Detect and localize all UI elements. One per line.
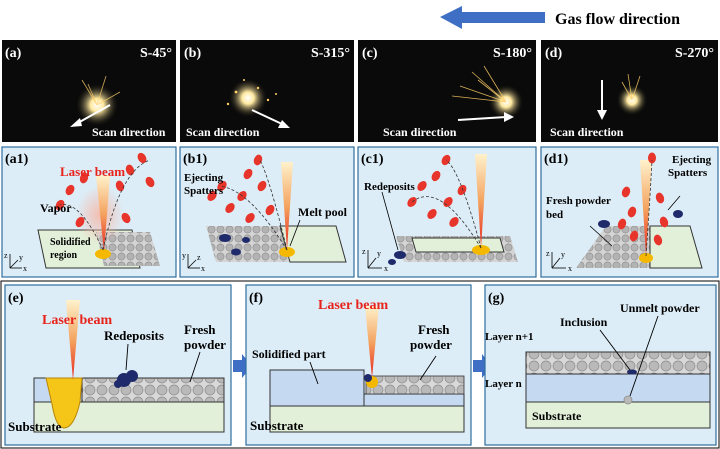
photo-c-id: (c) bbox=[362, 46, 378, 61]
d1-axis-x: x bbox=[568, 264, 572, 273]
photo-c-direction: Scan direction bbox=[383, 125, 457, 139]
a1-axis-y: y bbox=[19, 253, 23, 262]
c1-axis-z: z bbox=[362, 247, 366, 256]
b1-eject-label-1: Ejecting bbox=[184, 172, 224, 184]
c1-id: (c1) bbox=[361, 152, 384, 167]
b1-melt-pool-label: Melt pool bbox=[298, 205, 348, 219]
g-unmelt-label: Unmelt powder bbox=[620, 301, 700, 315]
schematic-c1: z y x (c1) Redeposits bbox=[357, 146, 537, 278]
photo-a-direction: Scan direction bbox=[92, 125, 166, 139]
photo-c: (c) S-180° Scan direction bbox=[358, 40, 536, 142]
g-id: (g) bbox=[488, 291, 505, 306]
schematic-a1: z y x (a1) Laser beam Vapor Solidified r… bbox=[1, 146, 177, 278]
d1-fresh-label-1: Fresh powder bbox=[546, 195, 611, 207]
c1-axis-x: x bbox=[384, 264, 388, 273]
g-inclusion-label: Inclusion bbox=[560, 315, 608, 329]
d1-eject-label-2: Spatters bbox=[668, 167, 708, 179]
e-fresh-label-1: Fresh bbox=[184, 322, 216, 337]
photo-b-id: (b) bbox=[184, 46, 201, 61]
b1-axis-y: y bbox=[182, 251, 186, 260]
d1-eject-label-1: Ejecting bbox=[672, 154, 712, 166]
photo-d-scan: S-270° bbox=[675, 46, 714, 61]
b1-axis-z: z bbox=[197, 253, 201, 262]
photo-b-direction: Scan direction bbox=[186, 125, 260, 139]
gas-flow-label: Gas flow direction bbox=[555, 11, 680, 28]
a1-laser-label: Laser beam bbox=[60, 164, 125, 179]
process-f: (f) Laser beam Solidified part Fresh pow… bbox=[245, 284, 472, 446]
photo-d-direction: Scan direction bbox=[550, 125, 624, 139]
arrow-e-to-f-icon bbox=[233, 354, 252, 378]
f-solidified-label: Solidified part bbox=[252, 347, 326, 361]
photo-b-scan: S-315° bbox=[311, 46, 350, 61]
a1-solidified-label-2: region bbox=[50, 250, 77, 261]
c1-redeposits-label: Redeposits bbox=[364, 181, 415, 193]
b1-axis-x: x bbox=[201, 264, 205, 273]
a1-id: (a1) bbox=[5, 152, 29, 167]
photo-b: (b) S-315° Scan direction bbox=[180, 40, 354, 142]
process-e: (e) Laser beam Redeposits Fresh powder S… bbox=[4, 284, 232, 446]
g-substrate-label: Substrate bbox=[532, 409, 582, 423]
f-fresh-label-2: powder bbox=[410, 337, 452, 352]
photo-a: (a) S-45° Scan direction bbox=[2, 40, 176, 142]
e-laser-label: Laser beam bbox=[42, 313, 112, 328]
process-g: (g) Inclusion Unmelt powder Layer n+1 La… bbox=[484, 284, 717, 446]
e-substrate-label: Substrate bbox=[8, 419, 62, 434]
b1-id: (b1) bbox=[183, 152, 207, 167]
photo-a-id: (a) bbox=[5, 46, 22, 61]
a1-solidified-label-1: Solidified bbox=[50, 237, 91, 248]
d1-id: (d1) bbox=[544, 152, 568, 167]
b1-eject-label-2: Spatters bbox=[184, 185, 224, 197]
d1-axis-z: z bbox=[546, 249, 550, 258]
a1-axis-x: x bbox=[23, 264, 27, 273]
c1-axis-y: y bbox=[377, 249, 381, 258]
g-layer-n1-label: Layer n+1 bbox=[485, 331, 534, 343]
photo-d: (d) S-270° Scan direction bbox=[541, 40, 718, 142]
f-id: (f) bbox=[249, 291, 263, 306]
photo-a-scan: S-45° bbox=[140, 46, 172, 61]
e-redeposits-label: Redeposits bbox=[104, 328, 164, 343]
schematic-d1: z y x (d1) Ejecting Spatters Fresh powde… bbox=[540, 146, 719, 278]
f-laser-label: Laser beam bbox=[318, 298, 388, 313]
arrow-f-to-g-icon bbox=[473, 354, 492, 378]
schematic-b1: y z x (b1) Ejecting Spatters Melt pool bbox=[179, 146, 355, 278]
a1-axis-z: z bbox=[4, 251, 8, 260]
gas-flow-arrow-icon bbox=[440, 6, 545, 29]
a1-vapor-label: Vapor bbox=[40, 201, 72, 215]
gas-flow-header: Gas flow direction bbox=[440, 6, 680, 29]
e-id: (e) bbox=[8, 291, 24, 306]
e-fresh-label-2: powder bbox=[184, 337, 226, 352]
g-layer-n-label: Layer n bbox=[485, 378, 522, 390]
photo-c-scan: S-180° bbox=[493, 46, 532, 61]
f-fresh-label-1: Fresh bbox=[418, 322, 450, 337]
d1-fresh-label-2: bed bbox=[546, 209, 563, 221]
d1-axis-y: y bbox=[561, 250, 565, 259]
f-substrate-label: Substrate bbox=[250, 418, 304, 433]
photo-d-id: (d) bbox=[545, 46, 562, 61]
